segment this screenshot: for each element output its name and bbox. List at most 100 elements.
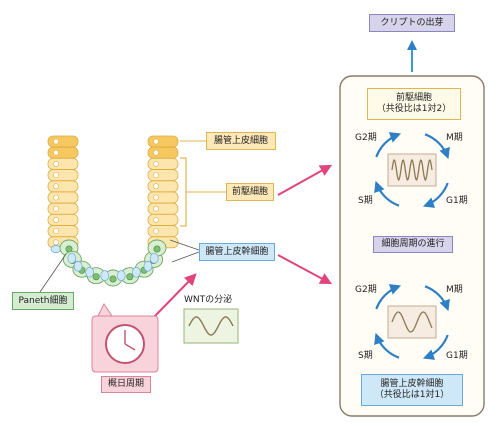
crypt-base: [59, 239, 167, 287]
cell-nucleus: [53, 239, 59, 246]
cycle-arrow: [374, 180, 400, 207]
progenitor-bracket: [180, 157, 187, 227]
stem-pointer-bottom: [171, 251, 200, 263]
arrow-to-stem-cycle: [277, 254, 333, 285]
cycle-arrow: [424, 133, 450, 160]
cell-nucleus: [53, 205, 59, 212]
cell-nucleus: [53, 194, 59, 201]
cell-nucleus: [53, 138, 59, 145]
cell-nucleus: [153, 205, 159, 212]
epithelial-cell: [47, 180, 79, 193]
progenitor-cell-cycle: [374, 132, 450, 208]
wnt-wave: [188, 316, 234, 336]
epithelial-cell: [147, 180, 179, 193]
cell-nucleus: [153, 138, 159, 145]
epithelial-cell: [147, 191, 179, 204]
cell-nucleus: [153, 149, 159, 156]
paneth-nucleus: [109, 275, 117, 283]
cell-nucleus: [153, 183, 159, 190]
cycle-wave: [391, 311, 433, 333]
crypt-illustration: [47, 135, 179, 287]
wnt-wave-box: [183, 308, 239, 344]
cycle-wave: [391, 158, 433, 182]
top-phase-g2: G2期: [355, 133, 377, 143]
cell-nucleus: [53, 228, 59, 234]
cell-nucleus: [53, 149, 59, 156]
cell-nucleus: [53, 216, 59, 223]
stem-cell: [50, 245, 62, 253]
epithelial-cell: [47, 157, 79, 170]
cell-nucleus: [153, 160, 159, 167]
stem-cell: [100, 270, 110, 281]
bottom-phase-g1: G1期: [446, 351, 468, 361]
arrow-clock-to-stem: [152, 273, 197, 319]
top-phase-m: M期: [446, 133, 463, 143]
paneth-nucleus: [153, 245, 161, 253]
cell-nucleus: [153, 194, 159, 201]
epithelial-cell: [47, 191, 79, 204]
stem-cell: [143, 260, 153, 272]
stem-ratio-title: 腸管上皮幹細胞: [380, 379, 444, 389]
stem-cell: [116, 270, 126, 281]
stem-ratio-box: 腸管上皮幹細胞 （共役比は1対1）: [361, 374, 463, 406]
cell-nucleus: [53, 183, 59, 190]
epithelial-cell: [147, 135, 179, 148]
epithelial-cell: [147, 213, 179, 226]
cell-nucleus: [153, 172, 159, 178]
stem-ratio-value: （共役比は1対1）: [374, 390, 450, 400]
stem-cell: [149, 252, 159, 264]
cycle-arrow: [422, 182, 449, 208]
arrow-to-progenitor-cycle: [277, 164, 333, 196]
crypt-budding-label: クリプトの出芽: [369, 14, 455, 32]
circadian-label: 概日周期: [101, 376, 151, 393]
epithelial-cell: [47, 146, 79, 159]
stem-cell: [67, 252, 77, 264]
epithelial-cell: [147, 225, 179, 238]
epithelial-cell: [47, 225, 79, 238]
cell-nucleus: [53, 172, 59, 178]
stem-cell-label: 腸管上皮幹細胞: [199, 243, 275, 261]
bottom-phase-s: S期: [358, 351, 373, 361]
epithelial-cell: [147, 157, 179, 170]
wnt-label: WNTの分泌: [184, 295, 233, 305]
epithelial-cell-label: 腸管上皮細胞: [206, 132, 276, 150]
cell-nucleus: [153, 228, 159, 234]
cycle-arrow: [422, 334, 449, 360]
cycle-arrow: [375, 132, 402, 158]
top-phase-g1: G1期: [446, 196, 468, 206]
cycle-wave-box: [387, 305, 437, 339]
epithelial-cell: [47, 202, 79, 215]
cell-cycle-progress-label: 細胞周期の進行: [373, 236, 453, 253]
epithelial-cell: [47, 169, 79, 182]
epithelial-cell: [147, 202, 179, 215]
stem-cell: [85, 266, 95, 278]
paneth-label: Paneth細胞: [12, 292, 74, 310]
clock-hands: [124, 330, 136, 351]
cell-nucleus: [53, 160, 59, 167]
bottom-phase-m: M期: [446, 285, 463, 295]
stem-cell-cycle: [374, 284, 450, 360]
top-phase-s: S期: [358, 196, 373, 206]
progenitor-label: 前駆細胞: [226, 183, 274, 201]
cycle-arrow: [374, 332, 400, 359]
stem-pointer-top: [169, 239, 200, 251]
cell-nucleus: [153, 216, 159, 223]
cycle-arrow: [375, 284, 402, 310]
epithelial-cell: [147, 169, 179, 182]
paneth-nucleus: [92, 273, 100, 281]
progenitor-ratio-title: 前駆細胞: [395, 93, 432, 103]
bottom-phase-g2: G2期: [355, 285, 377, 295]
crypt-right-column: [147, 135, 179, 253]
cycle-arrow: [424, 285, 450, 312]
epithelial-cell: [147, 146, 179, 159]
epithelial-cell: [47, 135, 79, 148]
stem-cell: [73, 260, 83, 272]
progenitor-ratio-value: （共役比は1対2）: [376, 104, 452, 114]
paneth-nucleus: [126, 273, 134, 281]
progenitor-ratio-box: 前駆細胞 （共役比は1対2）: [367, 88, 461, 120]
stem-cell: [131, 266, 141, 278]
crypt-left-column: [47, 135, 79, 253]
epithelial-cell: [47, 213, 79, 226]
paneth-pointer: [39, 253, 67, 293]
